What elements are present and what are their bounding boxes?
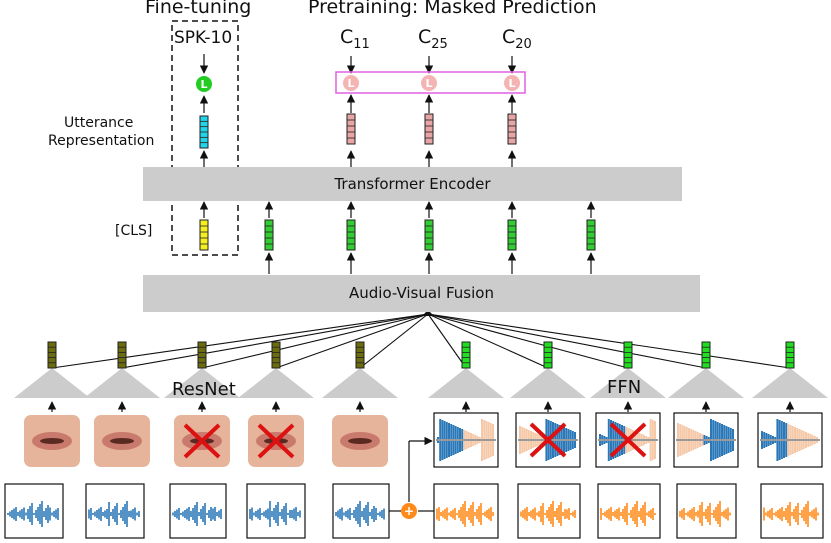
encoder-triangle (510, 368, 586, 398)
target-base-3: C (502, 26, 516, 48)
fusion-input-line (427, 313, 467, 369)
pretrain-heading: Pretraining: Masked Prediction (308, 0, 597, 18)
finetune-loss-icon: L (196, 76, 212, 92)
speaker-label: SPK-10 (174, 28, 233, 48)
visual-feature-vector (47, 341, 57, 369)
target-label-3: C20 (502, 26, 532, 52)
audio-visual-fusion-block: Audio-Visual Fusion (143, 275, 700, 312)
audio-feature-vector (461, 341, 471, 369)
cls-label: [CLS] (115, 223, 153, 239)
fused-vector (507, 219, 517, 251)
fusion-input-line (427, 313, 549, 369)
target-sub-1: 11 (353, 36, 370, 52)
add-icon: + (401, 503, 417, 519)
spectrogram-icon (595, 412, 661, 468)
fused-vector (586, 219, 596, 251)
fusion-input-line (201, 313, 429, 369)
encoder-triangle (84, 368, 160, 398)
waveform-icon (676, 483, 737, 539)
mask-cross-icon (529, 422, 567, 458)
predicted-vector (507, 113, 517, 145)
visual-feature-vector (271, 341, 281, 369)
waveform-icon (433, 483, 499, 539)
target-base-2: C (418, 26, 432, 48)
mask-cross-icon (257, 423, 295, 459)
target-label-1: C11 (340, 26, 370, 52)
encoder-triangle (590, 368, 666, 398)
masked-targets-box (335, 71, 526, 94)
target-sub-3: 20 (515, 36, 532, 52)
utterance-label-line1: Utterance (64, 115, 134, 131)
encoder-triangle (428, 368, 504, 398)
utterance-label-line2: Representation (48, 133, 155, 149)
sum-symbol: + (404, 504, 414, 518)
fusion-input-line (427, 313, 707, 369)
waveform-icon (597, 483, 661, 539)
fusion-input-line (427, 313, 629, 369)
fusion-input-line (359, 313, 429, 369)
encoder-triangle (322, 368, 398, 398)
audio-feature-vector (543, 341, 553, 369)
fusion-input-line (121, 313, 429, 369)
predicted-vector (346, 113, 356, 145)
audio-feature-vector (785, 341, 795, 369)
visual-feature-vector (355, 341, 365, 369)
fusion-input-line (427, 313, 791, 369)
loss-symbol: L (425, 77, 432, 90)
finetune-frame (171, 20, 239, 256)
spectrogram-icon (433, 412, 499, 468)
waveform-icon (332, 483, 390, 539)
target-sub-2: 25 (431, 36, 448, 52)
cls-token (199, 219, 209, 251)
waveform-icon (85, 483, 145, 539)
waveform-icon (246, 483, 306, 539)
visual-feature-vector (197, 341, 207, 369)
fusion-arrowhead (422, 310, 434, 316)
spectrogram-icon (757, 412, 823, 468)
loss-symbol: L (347, 77, 354, 90)
finetune-heading: Fine-tuning (145, 0, 252, 18)
fusion-input-line (275, 313, 429, 369)
utterance-vector (199, 115, 209, 149)
ffn-label: FFN (607, 377, 642, 398)
lip-frame-icon (94, 415, 150, 467)
loss-symbol: L (200, 78, 207, 91)
pretrain-loss-icon: L (421, 75, 437, 91)
waveform-icon (517, 483, 581, 539)
fusion-input-line (51, 313, 429, 369)
predicted-vector (424, 113, 434, 145)
encoder-triangle (752, 368, 828, 398)
encoder-triangle (668, 368, 744, 398)
pretrain-loss-icon: L (343, 75, 359, 91)
target-label-2: C25 (418, 26, 448, 52)
resnet-label: ResNet (172, 379, 236, 400)
encoder-triangle (238, 368, 314, 398)
mask-cross-icon (609, 422, 647, 458)
encoder-triangle (164, 368, 240, 398)
lip-frame-icon (24, 415, 80, 467)
waveform-icon (169, 483, 227, 539)
pretrain-loss-icon: L (504, 75, 520, 91)
lip-frame-icon (332, 415, 388, 467)
waveform-icon (760, 483, 824, 539)
mask-cross-icon (183, 423, 221, 459)
transformer-encoder-block: Transformer Encoder (143, 167, 682, 201)
loss-symbol: L (508, 77, 515, 90)
encoder-triangle (14, 368, 90, 398)
fused-vector (264, 219, 274, 251)
fused-vector (424, 219, 434, 251)
fused-vector (346, 219, 356, 251)
target-base-1: C (340, 26, 354, 48)
audio-feature-vector (623, 341, 633, 369)
visual-feature-vector (117, 341, 127, 369)
spectrogram-icon (673, 412, 739, 468)
waveform-icon (4, 483, 64, 539)
audio-feature-vector (701, 341, 711, 369)
